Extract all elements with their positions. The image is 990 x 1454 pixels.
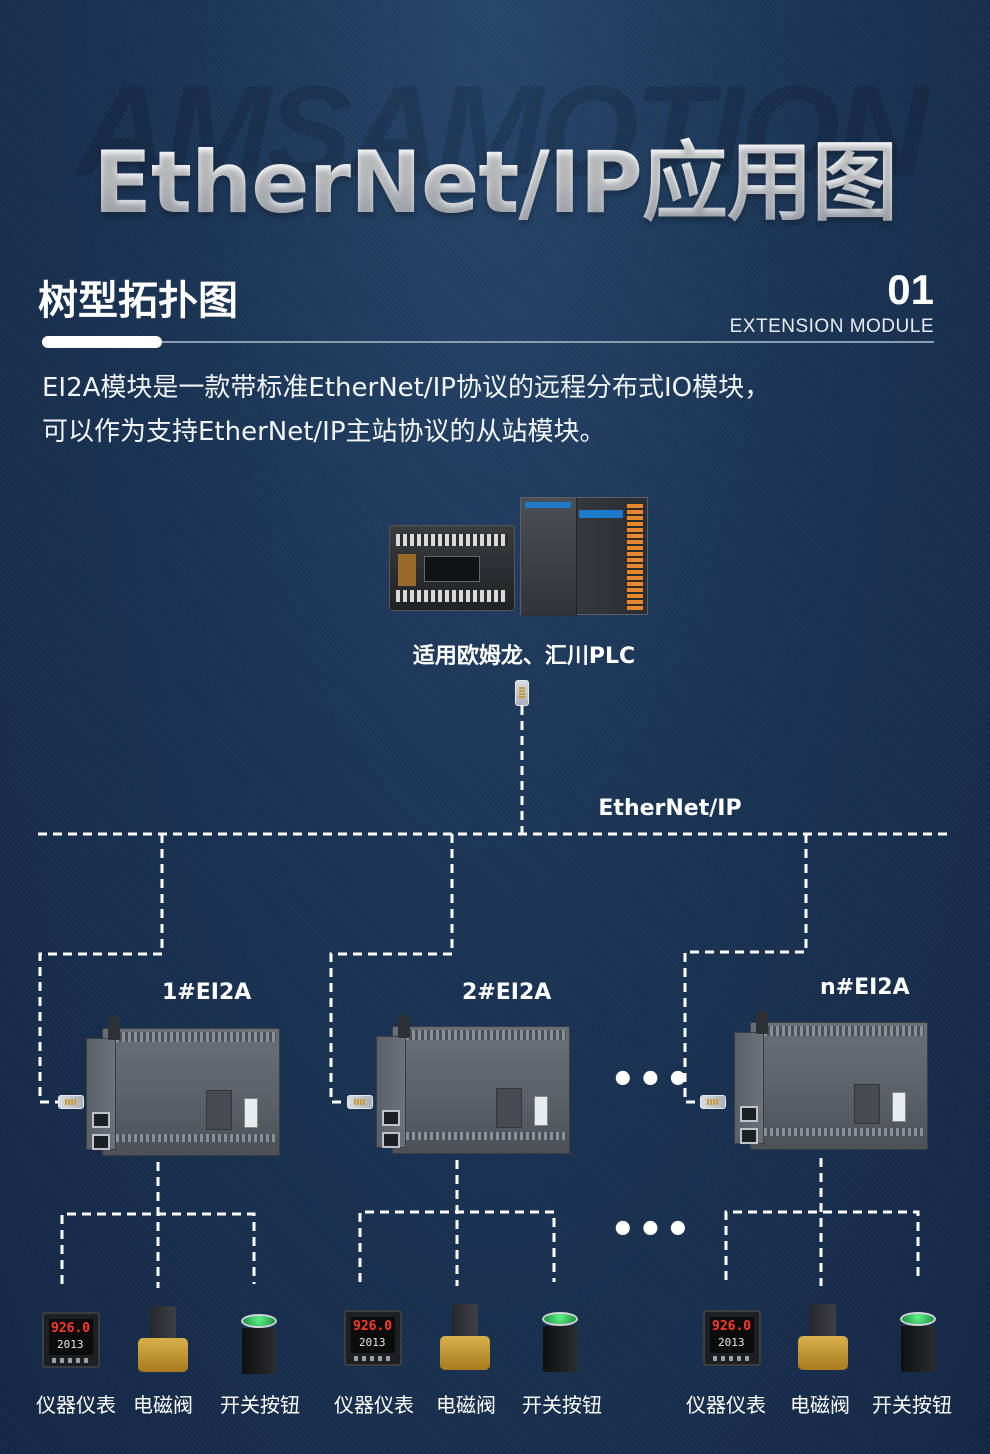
description-line-1: EI2A模块是一款带标准EtherNet/IP协议的远程分布式IO模块， (42, 373, 771, 403)
rj45-plug-icon (58, 1095, 84, 1109)
section-title: 树型拓扑图 (38, 278, 238, 324)
section-divider-accent (42, 336, 162, 348)
description-line-2: 可以作为支持EtherNet/IP主站协议的从站模块。 (42, 417, 606, 447)
device-label-meter-1: 仪器仪表 (36, 1393, 116, 1417)
switch-button-icon (236, 1314, 282, 1376)
node-label-n: n#EI2A (820, 975, 910, 1000)
device-label-meter-2: 仪器仪表 (334, 1393, 414, 1417)
node2-link (329, 834, 454, 1104)
network-label: EtherNet/IP (598, 796, 742, 821)
rj45-plug-icon (347, 1095, 373, 1109)
rj45-plug-icon (700, 1095, 726, 1109)
ei2a-module-n (734, 1010, 928, 1150)
switch-button-icon (895, 1312, 941, 1374)
solenoid-valve-icon (438, 1304, 492, 1372)
switch-button-icon (537, 1312, 583, 1374)
rj45-plug-icon (515, 680, 529, 706)
section-subtitle: EXTENSION MODULE (729, 316, 934, 337)
device-label-valve-1: 电磁阀 (133, 1393, 193, 1417)
node-label-2: 2#EI2A (462, 980, 552, 1005)
more-nodes-ellipsis: ••• (610, 1057, 693, 1103)
inovance-plc (520, 497, 648, 616)
solenoid-valve-icon (796, 1304, 850, 1372)
node1-io-branch (60, 1212, 256, 1284)
device-label-valve-n: 电磁阀 (790, 1393, 850, 1417)
ei2a-module-1 (86, 1016, 280, 1156)
background-watermark: AMSAMOTION (20, 58, 980, 205)
device-label-meter-n: 仪器仪表 (686, 1393, 766, 1417)
device-label-button-1: 开关按钮 (220, 1393, 300, 1417)
node-label-1: 1#EI2A (162, 980, 252, 1005)
solenoid-valve-icon (136, 1306, 190, 1374)
more-devices-ellipsis: ••• (610, 1207, 693, 1253)
description: EI2A模块是一款带标准EtherNet/IP协议的远程分布式IO模块， 可以作… (42, 366, 942, 454)
section-divider (42, 341, 934, 343)
hero-title: EtherNet/IP应用图 (0, 112, 990, 237)
plc-label: 适用欧姆龙、汇川PLC (412, 644, 636, 669)
node3-link (683, 834, 808, 1104)
node2-io-branch (358, 1210, 556, 1282)
section-number: 01 (887, 266, 934, 313)
device-label-button-n: 开关按钮 (872, 1393, 952, 1417)
ei2a-module-2 (376, 1014, 570, 1154)
node3-io-branch (724, 1210, 920, 1280)
omron-plc (389, 525, 515, 611)
node1-link (38, 834, 164, 1104)
device-label-valve-2: 电磁阀 (436, 1393, 496, 1417)
device-label-button-2: 开关按钮 (522, 1393, 602, 1417)
